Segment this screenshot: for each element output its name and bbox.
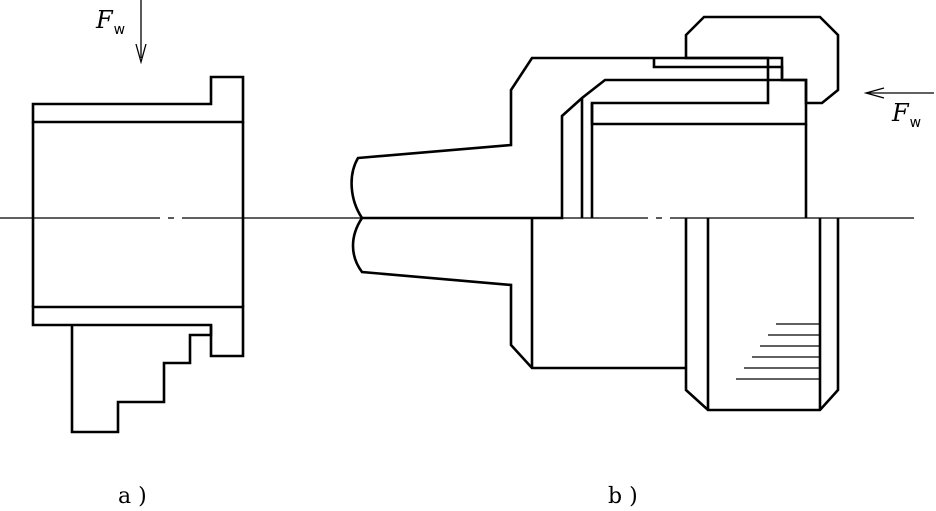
nut-section bbox=[684, 15, 840, 105]
stepped-jaw bbox=[70, 325, 213, 434]
spindle-taper-section bbox=[350, 56, 770, 220]
key-slot bbox=[652, 58, 784, 78]
caption-a: a ) bbox=[118, 484, 147, 509]
force-label-b: Fw bbox=[891, 99, 921, 131]
force-label-a: Fw bbox=[95, 6, 125, 38]
sleeve-top-section bbox=[31, 75, 245, 124]
spindle-lower-outline bbox=[351, 217, 686, 370]
collet-sleeve-section bbox=[590, 78, 808, 126]
force-arrow-a bbox=[135, 0, 147, 65]
figure-b: Fw b ) bbox=[350, 15, 934, 509]
figure-a: Fw a ) bbox=[31, 0, 245, 509]
caption-b: b ) bbox=[608, 484, 638, 509]
force-arrow-b bbox=[863, 87, 934, 99]
nut-outline bbox=[684, 218, 840, 412]
knurl-lines bbox=[736, 323, 820, 380]
